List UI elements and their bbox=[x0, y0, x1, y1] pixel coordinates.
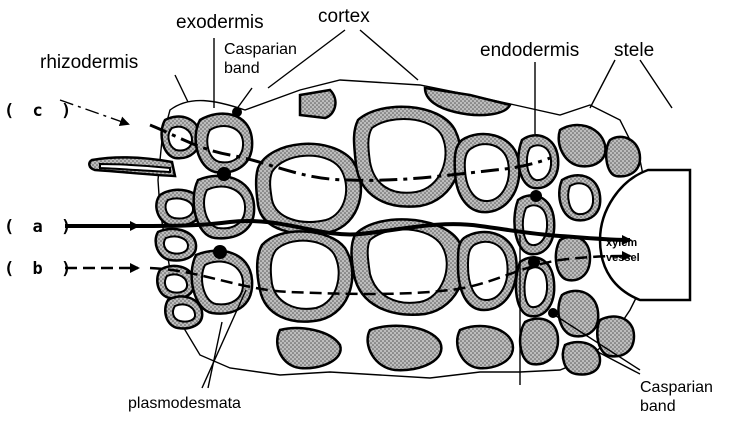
casparian-band-dot bbox=[217, 167, 231, 181]
pathway-b-label: ( b ) bbox=[4, 259, 75, 279]
casparian-band-dot bbox=[213, 245, 227, 259]
label-line: Casparian bbox=[224, 41, 297, 58]
casparian-band-top-label: Casparian band bbox=[224, 41, 297, 77]
stele-label: stele bbox=[614, 40, 654, 61]
label-line: vessel bbox=[606, 252, 640, 264]
exodermis-cells bbox=[192, 114, 254, 314]
rhizodermis-label: rhizodermis bbox=[40, 52, 138, 73]
cortex-label: cortex bbox=[318, 6, 370, 27]
label-line: band bbox=[640, 398, 676, 415]
casparian-band-dot bbox=[530, 190, 542, 202]
root-hair bbox=[89, 157, 175, 176]
label-line: xylem bbox=[606, 237, 637, 249]
endodermis-label: endodermis bbox=[480, 40, 579, 61]
pathway-a-label: ( a ) bbox=[4, 217, 75, 237]
plasmodesmata-label: plasmodesmata bbox=[128, 395, 241, 412]
pathway-c-label: ( c ) bbox=[4, 101, 75, 121]
casparian-band-bottom-label: Casparian band bbox=[640, 379, 713, 415]
exodermis-label: exodermis bbox=[176, 12, 264, 33]
label-line: Casparian bbox=[640, 379, 713, 396]
label-line: band bbox=[224, 60, 260, 77]
